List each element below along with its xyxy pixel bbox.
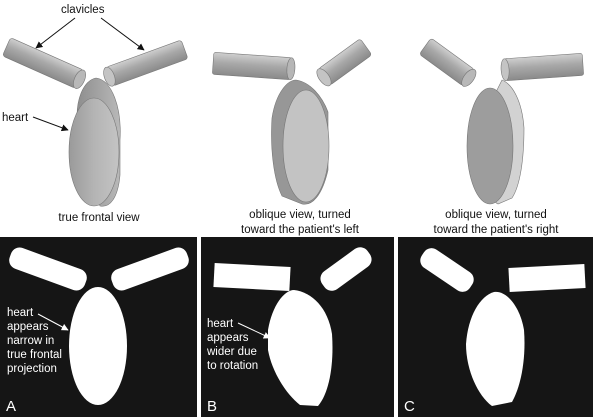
oblique-right-model (420, 38, 584, 205)
clavicle-right-silhouette (508, 264, 586, 292)
panel-b-letter: B (207, 398, 217, 415)
panel-b-heart-arrow (237, 322, 271, 339)
clavicles-arrow-left (35, 17, 76, 49)
clavicle-left-silhouette (420, 248, 474, 292)
clavicles-label: clavicles (61, 4, 105, 16)
svg-text:appears: appears (207, 332, 249, 344)
heart-arrow (32, 116, 69, 132)
heart-3d (271, 79, 330, 205)
panel-b: heart appears wider due to rotation B (201, 237, 394, 417)
oblique-left-model (212, 39, 372, 205)
panel-divider (394, 237, 398, 417)
caption-frontal: true frontal view (58, 212, 140, 224)
clavicles-arrow-right (100, 17, 145, 51)
heart-3d (68, 77, 121, 207)
clavicle-right-silhouette (111, 247, 189, 291)
heart-silhouette (69, 287, 127, 405)
caption-left-line2: toward the patient's left (241, 224, 360, 236)
heart-silhouette (268, 290, 333, 406)
svg-text:projection: projection (7, 363, 57, 375)
panel-c: C (398, 237, 593, 417)
clavicle-right-3d (316, 39, 372, 87)
panel-b-note: heart appears wider due to rotation (206, 318, 258, 372)
svg-text:heart: heart (7, 307, 34, 319)
panel-a: heart appears narrow in true frontal pro… (0, 237, 197, 417)
clavicle-left-3d (212, 52, 296, 80)
clavicle-left-3d (3, 38, 86, 89)
panel-divider (197, 237, 201, 417)
clavicle-left-silhouette (213, 263, 291, 291)
svg-text:narrow in: narrow in (7, 335, 54, 347)
clavicle-left-3d (420, 38, 477, 87)
panel-a-heart-arrow (37, 313, 69, 331)
svg-text:appears: appears (7, 321, 49, 333)
panel-a-letter: A (6, 398, 16, 415)
svg-text:heart: heart (207, 318, 234, 330)
svg-text:true frontal: true frontal (7, 349, 62, 361)
clavicle-left-silhouette (9, 247, 87, 291)
caption-right-line2: toward the patient's right (434, 224, 560, 236)
caption-left-line1: oblique view, turned (249, 209, 351, 221)
clavicle-right-3d (500, 53, 584, 81)
heart-silhouette (466, 291, 525, 406)
panel-a-note: heart appears narrow in true frontal pro… (7, 307, 62, 375)
heart-label: heart (2, 112, 29, 124)
caption-right-line1: oblique view, turned (445, 209, 547, 221)
heart-3d (466, 79, 525, 205)
frontal-model (3, 38, 188, 207)
svg-text:to rotation: to rotation (207, 360, 258, 372)
svg-text:wider due: wider due (206, 346, 257, 358)
clavicle-right-silhouette (320, 247, 372, 291)
clavicle-right-3d (103, 40, 188, 87)
panel-c-letter: C (404, 398, 415, 415)
